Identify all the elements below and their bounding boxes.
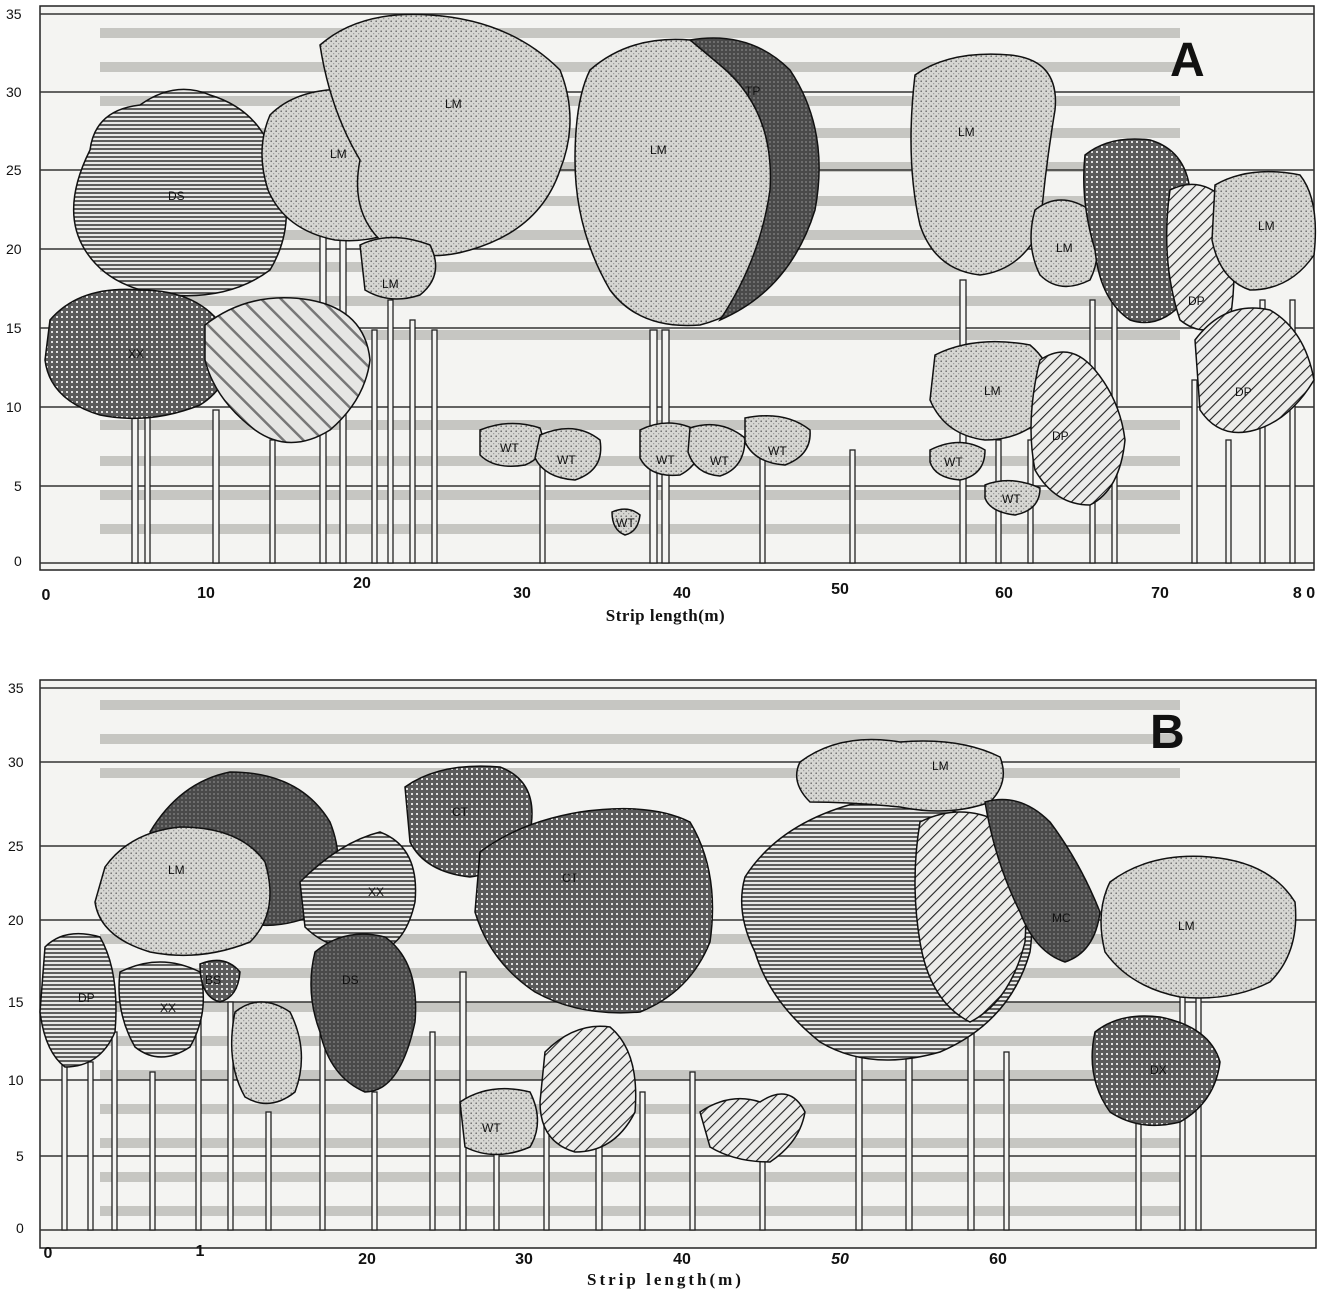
crown-code: XX <box>368 885 384 899</box>
y-tick: 25 <box>6 162 22 178</box>
y-tick: 20 <box>8 912 24 928</box>
crown-code: LM <box>1178 919 1195 933</box>
crown-code: BS <box>205 973 221 987</box>
x-tick: 20 <box>358 1251 376 1268</box>
x-tick: 0 <box>44 1245 53 1262</box>
x-tick: 10 <box>197 585 215 602</box>
crown-code: DP <box>1235 385 1252 399</box>
x-tick: 40 <box>673 585 691 602</box>
crown-code: XX <box>128 347 144 361</box>
crown-code: WT <box>1002 492 1021 506</box>
crown-code: WT <box>710 454 729 468</box>
crown-code: DS <box>168 189 185 203</box>
x-tick: 50 <box>831 581 849 598</box>
y-axis-b: 35 30 25 20 15 10 5 0 <box>8 680 24 1236</box>
x-tick: 60 <box>989 1251 1007 1268</box>
crown-code: LM <box>958 125 975 139</box>
y-tick: 0 <box>16 1220 24 1236</box>
crown-code: LM <box>650 143 667 157</box>
crown-code: LM <box>168 863 185 877</box>
crown-code: WT <box>944 455 963 469</box>
crown-code: TP <box>745 84 760 98</box>
crown-code: MC <box>1052 911 1071 925</box>
crown-code: XX <box>160 1001 176 1015</box>
x-axis-a: 0 10 20 30 40 50 60 70 8 0 <box>42 575 1316 604</box>
tree-crown <box>540 1026 636 1152</box>
crown-code: LM <box>1056 241 1073 255</box>
y-tick: 35 <box>6 6 22 22</box>
y-tick: 5 <box>14 478 22 494</box>
x-tick: 60 <box>995 585 1013 602</box>
profile-diagram-b: 35 30 25 20 15 10 5 0 B <box>0 672 1331 1294</box>
crown-code: LM <box>330 147 347 161</box>
tree-crown <box>1101 856 1296 998</box>
x-tick: 40 <box>673 1251 691 1268</box>
x-axis-label-b: Strip length(m) <box>0 1270 1331 1290</box>
crown-code: DX <box>1150 1063 1167 1077</box>
crown-code: LM <box>932 759 949 773</box>
crown-code: LM <box>1258 219 1275 233</box>
tree-crown <box>232 1002 302 1103</box>
x-tick: 70 <box>1151 585 1169 602</box>
y-tick: 15 <box>6 320 22 336</box>
x-tick: 30 <box>513 585 531 602</box>
crown-code: DP <box>1052 429 1069 443</box>
x-tick: 1 <box>196 1243 205 1260</box>
crown-code: LM <box>382 277 399 291</box>
y-tick: 30 <box>6 84 22 100</box>
y-axis-a: 35 30 25 20 15 10 5 0 <box>6 6 22 569</box>
y-tick: 20 <box>6 241 22 257</box>
x-tick: 8 0 <box>1293 585 1315 602</box>
crown-code: WT <box>500 441 519 455</box>
profile-diagram-a: 35 30 25 20 15 10 5 0 A <box>0 0 1331 640</box>
x-tick: 20 <box>353 575 371 592</box>
crown-code: DP <box>78 991 95 1005</box>
x-tick: 0 <box>42 587 51 604</box>
crown-code: DS <box>342 973 359 987</box>
crown-code: LM <box>984 384 1001 398</box>
tree-crown <box>797 740 1004 812</box>
crown-code: CT <box>562 871 579 885</box>
x-tick: 50 <box>831 1251 849 1268</box>
y-tick: 5 <box>16 1148 24 1164</box>
crown-code: WT <box>557 453 576 467</box>
crown-code: DP <box>1188 294 1205 308</box>
y-tick: 30 <box>8 754 24 770</box>
y-tick: 35 <box>8 680 24 696</box>
y-tick: 15 <box>8 994 24 1010</box>
x-axis-label-a: Strip length(m) <box>0 606 1331 626</box>
crown-code: LM <box>445 97 462 111</box>
y-tick: 25 <box>8 838 24 854</box>
crown-code: WT <box>616 516 635 530</box>
panel-letter-a: A <box>1170 34 1205 87</box>
diagram-canvas-a: 35 30 25 20 15 10 5 0 A <box>0 0 1331 640</box>
panel-letter-b: B <box>1150 706 1185 759</box>
crown-code: WT <box>482 1121 501 1135</box>
y-tick: 0 <box>14 553 22 569</box>
diagram-canvas-b: 35 30 25 20 15 10 5 0 B <box>0 672 1331 1294</box>
crown-code: CT <box>452 805 469 819</box>
crown-code: WT <box>768 444 787 458</box>
y-tick: 10 <box>8 1072 24 1088</box>
x-tick: 30 <box>515 1251 533 1268</box>
crown-code: WT <box>656 453 675 467</box>
y-tick: 10 <box>6 399 22 415</box>
